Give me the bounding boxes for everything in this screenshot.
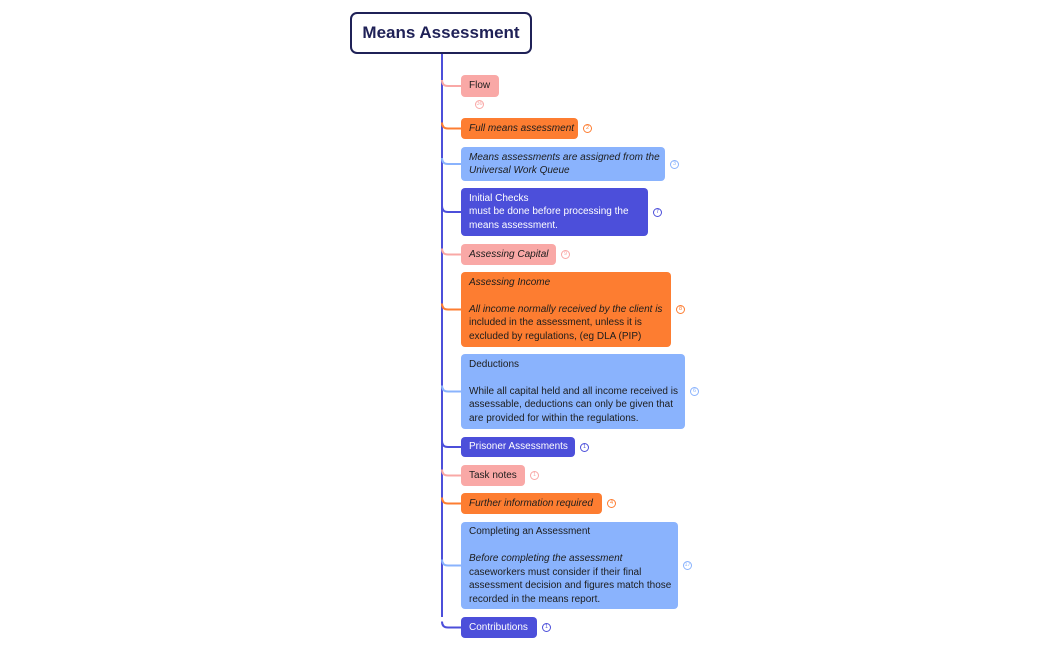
topic-further-info[interactable]: Further information required bbox=[461, 493, 602, 514]
root-topic-label: Means Assessment bbox=[362, 23, 520, 42]
topic-text-line: assessable, deductions can only be given… bbox=[469, 399, 674, 411]
connector-contributions bbox=[441, 621, 461, 629]
connector-assessing-capital bbox=[441, 248, 461, 256]
topic-text-line: Further information required bbox=[469, 497, 593, 509]
connector-deductions bbox=[441, 385, 461, 393]
topic-prisoner[interactable]: Prisoner Assessments bbox=[461, 437, 575, 457]
topic-task-notes[interactable]: Task notes bbox=[461, 465, 525, 486]
topic-text-line: Initial Checks bbox=[469, 192, 529, 204]
subtopic-count-badge[interactable]: 2 bbox=[583, 124, 592, 133]
topic-text-line: means assessment. bbox=[469, 219, 558, 231]
topic-text-line: assessment decision and figures match th… bbox=[469, 580, 672, 591]
topic-text-line: Before completing the assessment bbox=[469, 553, 623, 564]
subtopic-count-badge[interactable]: 4 bbox=[607, 499, 616, 508]
topic-text-line: recorded in the means report. bbox=[469, 593, 601, 605]
topic-text-line: excluded by regulations, (eg DLA (PIP) bbox=[469, 330, 642, 342]
topic-text-line: included in the assessment, unless it is bbox=[469, 317, 642, 329]
topic-text-line: Assessing Income bbox=[469, 276, 551, 288]
connector-task-notes bbox=[441, 469, 461, 477]
connector-flow bbox=[441, 79, 461, 87]
subtopic-count-badge[interactable]: 1 bbox=[542, 623, 551, 632]
connector-assessing-income bbox=[441, 303, 461, 311]
topic-text-line: Universal Work Queue bbox=[469, 165, 570, 176]
subtopic-count-badge[interactable]: 17 bbox=[683, 561, 692, 570]
topic-text-line: must be done before processing the bbox=[469, 206, 629, 218]
root-topic[interactable]: Means Assessment bbox=[350, 12, 532, 54]
topic-spacer bbox=[469, 289, 663, 303]
connector-assigned bbox=[441, 157, 461, 165]
topic-text-line: Deductions bbox=[469, 358, 520, 370]
subtopic-count-badge[interactable]: 7 bbox=[653, 207, 662, 217]
topic-initial-checks[interactable]: Initial Checks must be done before proces… bbox=[461, 188, 648, 236]
subtopic-count-badge[interactable]: 8 bbox=[676, 305, 685, 314]
topic-spacer bbox=[469, 371, 677, 385]
topic-text-line: Assessing Capital bbox=[469, 248, 549, 260]
topic-text-line: Prisoner Assessments bbox=[469, 441, 568, 453]
topic-assessing-capital[interactable]: Assessing Capital bbox=[461, 244, 556, 265]
topic-full-means[interactable]: Full means assessment bbox=[461, 118, 578, 139]
connector-initial-checks bbox=[441, 205, 461, 213]
connector-completing bbox=[441, 559, 461, 567]
topic-text-line: Completing an Assessment bbox=[469, 526, 591, 537]
subtopic-count-badge[interactable]: 3 bbox=[670, 159, 679, 169]
topic-text-line: caseworkers must consider if their final bbox=[469, 566, 642, 578]
topic-text-line: All income normally received by the clie… bbox=[469, 303, 663, 315]
topic-text-line: Task notes bbox=[469, 469, 517, 481]
subtopic-count-badge[interactable]: 9 bbox=[561, 250, 570, 259]
topic-text-line: Contributions bbox=[469, 621, 528, 633]
topic-text-line: While all capital held and all income re… bbox=[469, 385, 678, 397]
connector-prisoner bbox=[441, 440, 461, 448]
topic-spacer bbox=[469, 539, 670, 553]
topic-flow[interactable]: Flow bbox=[461, 75, 499, 97]
topic-text-line: Means assessments are assigned from the bbox=[469, 151, 660, 163]
topic-text-line: Full means assessment bbox=[469, 122, 575, 134]
topic-text-line: Flow bbox=[469, 80, 491, 92]
topic-text-line: are provided for within the regulations. bbox=[469, 412, 639, 424]
subtopic-count-badge[interactable]: 6 bbox=[690, 387, 699, 396]
topic-contributions[interactable]: Contributions bbox=[461, 617, 537, 638]
connector-full-means bbox=[441, 122, 461, 130]
subtopic-count-badge[interactable]: 36 bbox=[475, 100, 484, 109]
connector-further-info bbox=[441, 497, 461, 505]
subtopic-count-badge[interactable]: 1 bbox=[530, 471, 539, 480]
subtopic-count-badge[interactable]: 1 bbox=[580, 442, 589, 452]
